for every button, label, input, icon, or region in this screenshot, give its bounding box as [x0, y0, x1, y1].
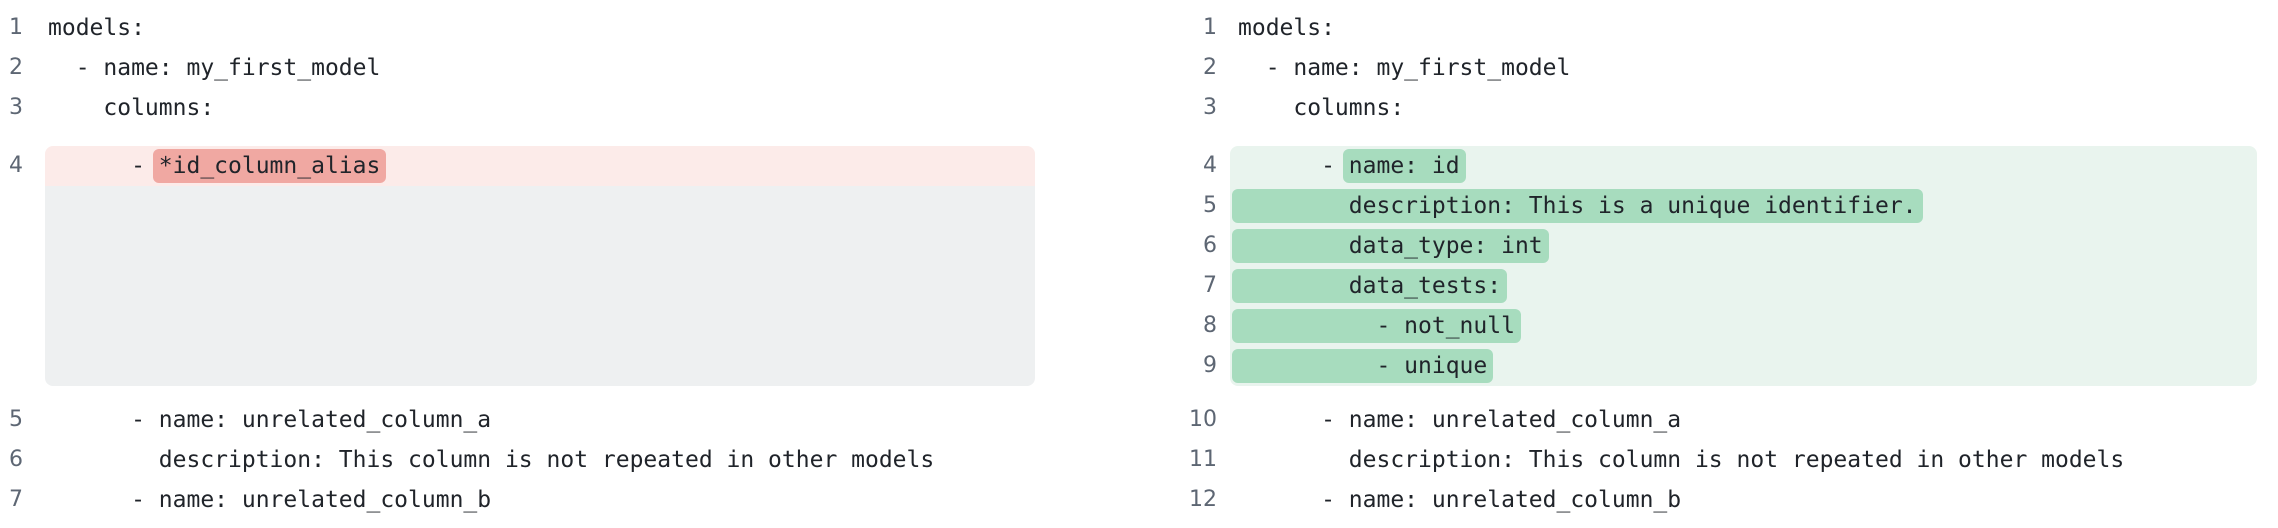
- code-line: 2 - name: my_first_model: [0, 48, 1139, 88]
- code-line: 4 - *id_column_alias: [0, 146, 1139, 186]
- line-content: - name: my_first_model: [48, 55, 381, 81]
- line-number: 11: [1189, 447, 1217, 472]
- line-content: columns:: [48, 95, 215, 121]
- code-line: 7 - name: unrelated_column_b: [0, 480, 1139, 520]
- line-content: - name: unrelated_column_b: [48, 487, 492, 513]
- changed-lines-block: 4 - *id_column_alias: [0, 146, 1139, 386]
- code-line: 6 description: This column is not repeat…: [0, 440, 1139, 480]
- code-line: 10 - name: unrelated_column_a: [1185, 400, 2278, 440]
- line-content: description: This is a unique identifier…: [1230, 186, 2257, 226]
- line-number: 6: [9, 447, 23, 472]
- collapsed-placeholder-row: [0, 186, 1139, 386]
- line-number-gutter: [0, 186, 45, 386]
- line-content: - name: my_first_model: [1238, 55, 1571, 81]
- added-token: data_type: int: [1232, 229, 1549, 263]
- line-content: - name: unrelated_column_a: [48, 407, 492, 433]
- line-number: 12: [1189, 487, 1217, 512]
- added-token: description: This is a unique identifier…: [1232, 189, 1923, 223]
- line-content: - not_null: [1230, 306, 2257, 346]
- line-content: models:: [48, 15, 145, 41]
- code-line: 3 columns:: [1185, 88, 2278, 128]
- line-content: - *id_column_alias: [45, 146, 1035, 186]
- line-content: - name: id: [1230, 146, 2257, 186]
- line-content: - name: unrelated_column_a: [1238, 407, 1682, 433]
- code-line: 2 - name: my_first_model: [1185, 48, 2278, 88]
- line-number: 7: [1203, 273, 1217, 298]
- line-number: 7: [9, 487, 23, 512]
- line-number: 8: [1203, 313, 1217, 338]
- code-line: 9 - unique: [1185, 346, 2278, 386]
- code-line: 1 models:: [1185, 8, 2278, 48]
- line-content: columns:: [1238, 95, 1405, 121]
- line-number: 9: [1203, 353, 1217, 378]
- code-line: 7 data_tests:: [1185, 266, 2278, 306]
- line-content: description: This column is not repeated…: [48, 447, 935, 473]
- line-number: 2: [1203, 55, 1217, 80]
- code-line: 11 description: This column is not repea…: [1185, 440, 2278, 480]
- line-number: 4: [1203, 153, 1217, 178]
- line-content: - name: unrelated_column_b: [1238, 487, 1682, 513]
- line-number: 1: [9, 15, 23, 40]
- line-number: 4: [9, 153, 23, 178]
- code-line: 5 description: This is a unique identifi…: [1185, 186, 2278, 226]
- added-token: name: id: [1342, 149, 1466, 183]
- code-line: 12 - name: unrelated_column_b: [1185, 480, 2278, 520]
- line-content: models:: [1238, 15, 1335, 41]
- line-number: 6: [1203, 233, 1217, 258]
- added-token: - not_null: [1232, 309, 1521, 343]
- added-token: - unique: [1232, 349, 1494, 383]
- line-content: - unique: [1230, 346, 2257, 386]
- line-content: data_tests:: [1230, 266, 2257, 306]
- line-number: 5: [1203, 193, 1217, 218]
- line-number: 5: [9, 407, 23, 432]
- line-number: 2: [9, 55, 23, 80]
- code-line: 1 models:: [0, 8, 1139, 48]
- line-content: data_type: int: [1230, 226, 2257, 266]
- line-number: 10: [1189, 407, 1217, 432]
- collapsed-placeholder: [45, 186, 1035, 386]
- code-line: 3 columns:: [0, 88, 1139, 128]
- line-number: 3: [1203, 95, 1217, 120]
- line-number: 3: [9, 95, 23, 120]
- added-token: data_tests:: [1232, 269, 1508, 303]
- line-content: description: This column is not repeated…: [1238, 447, 2125, 473]
- code-line: 8 - not_null: [1185, 306, 2278, 346]
- code-line: 4 - name: id: [1185, 146, 2278, 186]
- code-line: 5 - name: unrelated_column_a: [0, 400, 1139, 440]
- code-line: 6 data_type: int: [1185, 226, 2278, 266]
- removed-token: *id_column_alias: [152, 149, 387, 183]
- line-number: 1: [1203, 15, 1217, 40]
